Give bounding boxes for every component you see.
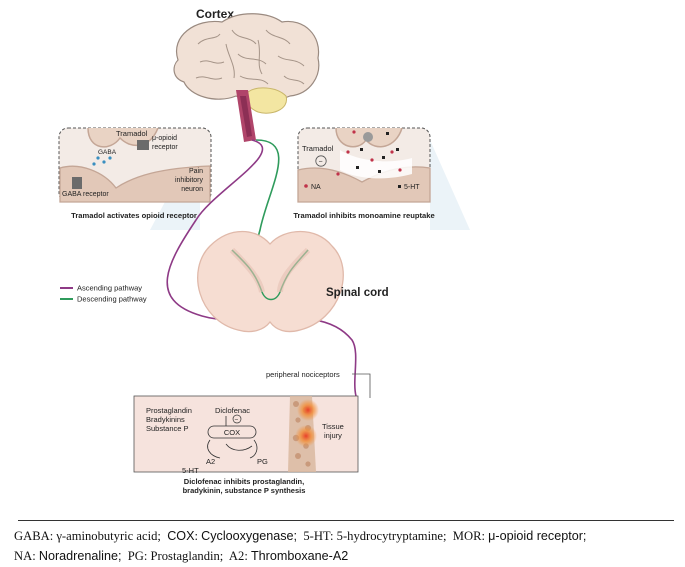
left-inset-caption: Tramadol activates opioid receptor bbox=[71, 211, 197, 220]
footnote-abbr: COX bbox=[167, 529, 195, 543]
footnote-def: Noradrenaline; bbox=[38, 549, 122, 563]
left-tramadol-label: Tramadol bbox=[116, 129, 148, 138]
footnote-abbr: GABA bbox=[14, 529, 50, 543]
legend-ascending-label: Ascending pathway bbox=[77, 284, 142, 293]
inhibit-sign: − bbox=[235, 417, 239, 424]
footnote-divider bbox=[18, 520, 674, 521]
mediators-list: Prostaglandin Bradykinins Substance P bbox=[146, 406, 194, 433]
footnote: GABA: γ-aminobutyric acid; COX: Cyclooxy… bbox=[14, 526, 674, 566]
peripheral-nociceptors-label: peripheral nociceptors bbox=[266, 370, 340, 379]
right-inset-caption: Tramadol inhibits monoamine reuptake bbox=[293, 211, 434, 220]
cox-label: COX bbox=[224, 428, 240, 437]
right-minus-sign: − bbox=[319, 159, 323, 166]
footnote-def: Thromboxane-A2 bbox=[250, 549, 349, 563]
footnote-abbr: A2 bbox=[228, 549, 245, 563]
ht-label-bottom: 5-HT bbox=[182, 466, 199, 475]
bottom-caption-line2: bradykinin, substance P synthesis bbox=[183, 486, 306, 495]
a2-label: A2 bbox=[206, 457, 215, 466]
diclofenac-label: Diclofenac bbox=[215, 406, 250, 415]
cortex-label: Cortex bbox=[196, 7, 234, 21]
pg-label: PG bbox=[257, 457, 268, 466]
footnote-def: 5-hydrocytryptamine; bbox=[336, 529, 447, 543]
footnote-abbr: PG bbox=[127, 549, 144, 563]
footnote-line-1: GABA: γ-aminobutyric acid; COX: Cyclooxy… bbox=[14, 529, 587, 543]
gaba-receptor-label: GABA receptor bbox=[62, 191, 109, 198]
diclofenac-box: Prostaglandin Bradykinins Substance P Di… bbox=[133, 395, 359, 495]
ht-label-right: 5-HT bbox=[404, 184, 420, 191]
spinal-cord bbox=[197, 231, 344, 333]
spinal-cord-label: Spinal cord bbox=[326, 287, 389, 299]
brain-illustration bbox=[173, 13, 320, 142]
footnote-abbr: 5-HT bbox=[303, 529, 330, 543]
footnote-line-2: NA: Noradrenaline; PG: Prostaglandin; A2… bbox=[14, 549, 349, 563]
gaba-label: GABA bbox=[98, 149, 117, 156]
na-label: NA bbox=[311, 184, 321, 191]
footnote-abbr: MOR bbox=[452, 529, 482, 543]
right-inset: − Tramadol NA 5-HT Tramadol inhibits mon… bbox=[293, 96, 470, 230]
legend-descending-label: Descending pathway bbox=[77, 295, 147, 304]
right-tramadol-label: Tramadol bbox=[302, 144, 334, 153]
footnote-def: Cyclooxygenase; bbox=[201, 529, 298, 543]
bottom-caption-line1: Diclofenac inhibits prostaglandin, bbox=[184, 477, 304, 486]
footnote-def: Prostaglandin; bbox=[150, 549, 224, 563]
footnote-def: μ-opioid receptor; bbox=[488, 529, 587, 543]
footnote-def: γ-aminobutyric acid; bbox=[56, 529, 161, 543]
ascending-pathway-line bbox=[166, 139, 357, 397]
footnote-abbr: NA bbox=[14, 549, 33, 563]
pathway-legend: Ascending pathway Descending pathway bbox=[60, 284, 147, 304]
